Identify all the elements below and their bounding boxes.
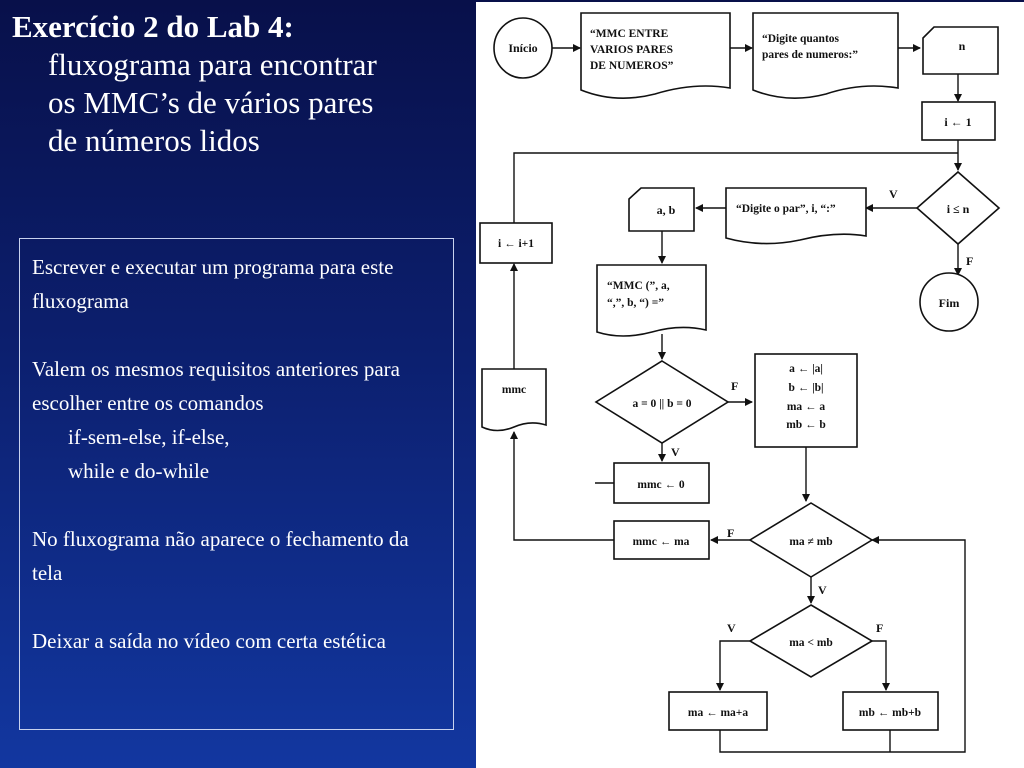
output-title-document: “MMC ENTRE VARIOS PARES DE NUMEROS” — [580, 12, 731, 99]
process-inc-mb: mb ← mb+b — [842, 691, 939, 731]
input-ab-label: a, b — [657, 203, 676, 217]
process-abs-line-3: ma ← a — [787, 401, 826, 413]
instruction-commands-1: if-sem-else, if-else, — [68, 425, 230, 449]
decision-less-false-label: F — [876, 621, 883, 635]
end-terminal: Fim — [919, 272, 979, 332]
title-heading: Exercício 2 do Lab 4: — [12, 9, 294, 44]
connector — [510, 431, 614, 541]
output-prompt-n-line-2: pares de numeros:” — [762, 49, 858, 61]
decision-loop-label: i ≤ n — [947, 202, 970, 216]
loop-back-connector — [513, 152, 958, 236]
decision-neq-label: ma ≠ mb — [789, 536, 832, 548]
start-terminal: Início — [493, 17, 553, 79]
process-inc-ma: ma ← ma+a — [668, 691, 768, 731]
decision-loop-false-label: F — [966, 254, 973, 268]
inner-loop-connector — [719, 536, 966, 753]
process-abs-line-1: a ← |a| — [789, 363, 823, 375]
output-mmc-document: “MMC (”, a, “,”, b, “) =” — [596, 264, 707, 337]
output-title-line-3: DE NUMEROS” — [590, 60, 674, 72]
connector — [872, 640, 890, 691]
instructions-box: Escrever e executar um programa para est… — [19, 238, 454, 730]
decision-neq-false-label: F — [727, 526, 734, 540]
process-mmc-zero: mmc ← 0 — [613, 462, 710, 504]
input-n: n — [922, 26, 999, 75]
decision-zero-false-label: F — [731, 379, 738, 393]
output-title-line-2: VARIOS PARES — [590, 44, 673, 56]
process-init-i-label: i ← 1 — [944, 115, 971, 129]
flowchart: Início “MMC ENTRE VARIOS PARES DE NUMERO… — [476, 2, 1024, 768]
process-init-i: i ← 1 — [921, 101, 996, 141]
decision-less-label: ma < mb — [789, 637, 833, 649]
process-abs-line-2: b ← |b| — [788, 382, 823, 394]
process-inc-ma-label: ma ← ma+a — [688, 707, 748, 719]
instruction-paragraph-3: No fluxograma não aparece o fechamento d… — [32, 527, 409, 585]
decision-loop-true-label: V — [889, 187, 898, 201]
decision-less: ma < mb — [748, 604, 874, 678]
output-mmc-value-document: mmc — [481, 368, 547, 432]
process-inc-i: i ← i+1 — [479, 222, 553, 264]
output-mmc-value-label: mmc — [502, 384, 526, 396]
decision-less-true-label: V — [727, 621, 736, 635]
process-abs-block: a ← |a| b ← |b| ma ← a mb ← b — [754, 353, 858, 448]
connector — [716, 640, 750, 691]
input-ab: a, b — [628, 187, 695, 232]
process-mmc-ma: mmc ← ma — [613, 520, 710, 560]
decision-zero: a = 0 || b = 0 — [594, 360, 730, 444]
slide-title: Exercício 2 do Lab 4: fluxograma para en… — [12, 8, 472, 160]
process-inc-i-label: i ← i+1 — [498, 238, 534, 250]
output-prompt-n-document: “Digite quantos pares de numeros:” — [752, 12, 899, 99]
instruction-paragraph-4: Deixar a saída no vídeo com certa estéti… — [32, 629, 386, 653]
process-mmc-ma-label: mmc ← ma — [633, 536, 690, 548]
output-prompt-n-line-1: “Digite quantos — [762, 33, 840, 45]
process-abs-line-4: mb ← b — [786, 419, 826, 431]
decision-loop: i ≤ n — [915, 170, 1001, 246]
output-mmc-line-2: “,”, b, “) =” — [607, 297, 664, 309]
input-n-label: n — [959, 39, 966, 53]
instruction-commands-2: while e do-while — [68, 459, 210, 483]
process-inc-mb-label: mb ← mb+b — [859, 707, 921, 719]
decision-neq-true-label: V — [818, 583, 827, 597]
process-mmc-zero-label: mmc ← 0 — [637, 479, 685, 491]
instruction-paragraph-1: Escrever e executar um programa para est… — [32, 255, 394, 313]
title-line-1: fluxograma para encontrar — [48, 47, 377, 82]
decision-zero-label: a = 0 || b = 0 — [632, 398, 691, 410]
output-prompt-pair-document: “Digite o par”, i, “:” — [725, 187, 867, 245]
output-title-line-1: “MMC ENTRE — [590, 28, 669, 40]
end-label: Fim — [939, 296, 960, 310]
output-prompt-pair-label: “Digite o par”, i, “:” — [736, 203, 836, 215]
title-line-2: os MMC’s de vários pares — [48, 85, 374, 120]
decision-zero-true-label: V — [671, 445, 680, 459]
decision-neq: ma ≠ mb — [748, 502, 874, 578]
instruction-paragraph-2: Valem os mesmos requisitos anteriores pa… — [32, 357, 400, 415]
start-label: Início — [508, 41, 537, 55]
title-line-3: de números lidos — [48, 123, 260, 158]
output-mmc-line-1: “MMC (”, a, — [607, 280, 670, 292]
